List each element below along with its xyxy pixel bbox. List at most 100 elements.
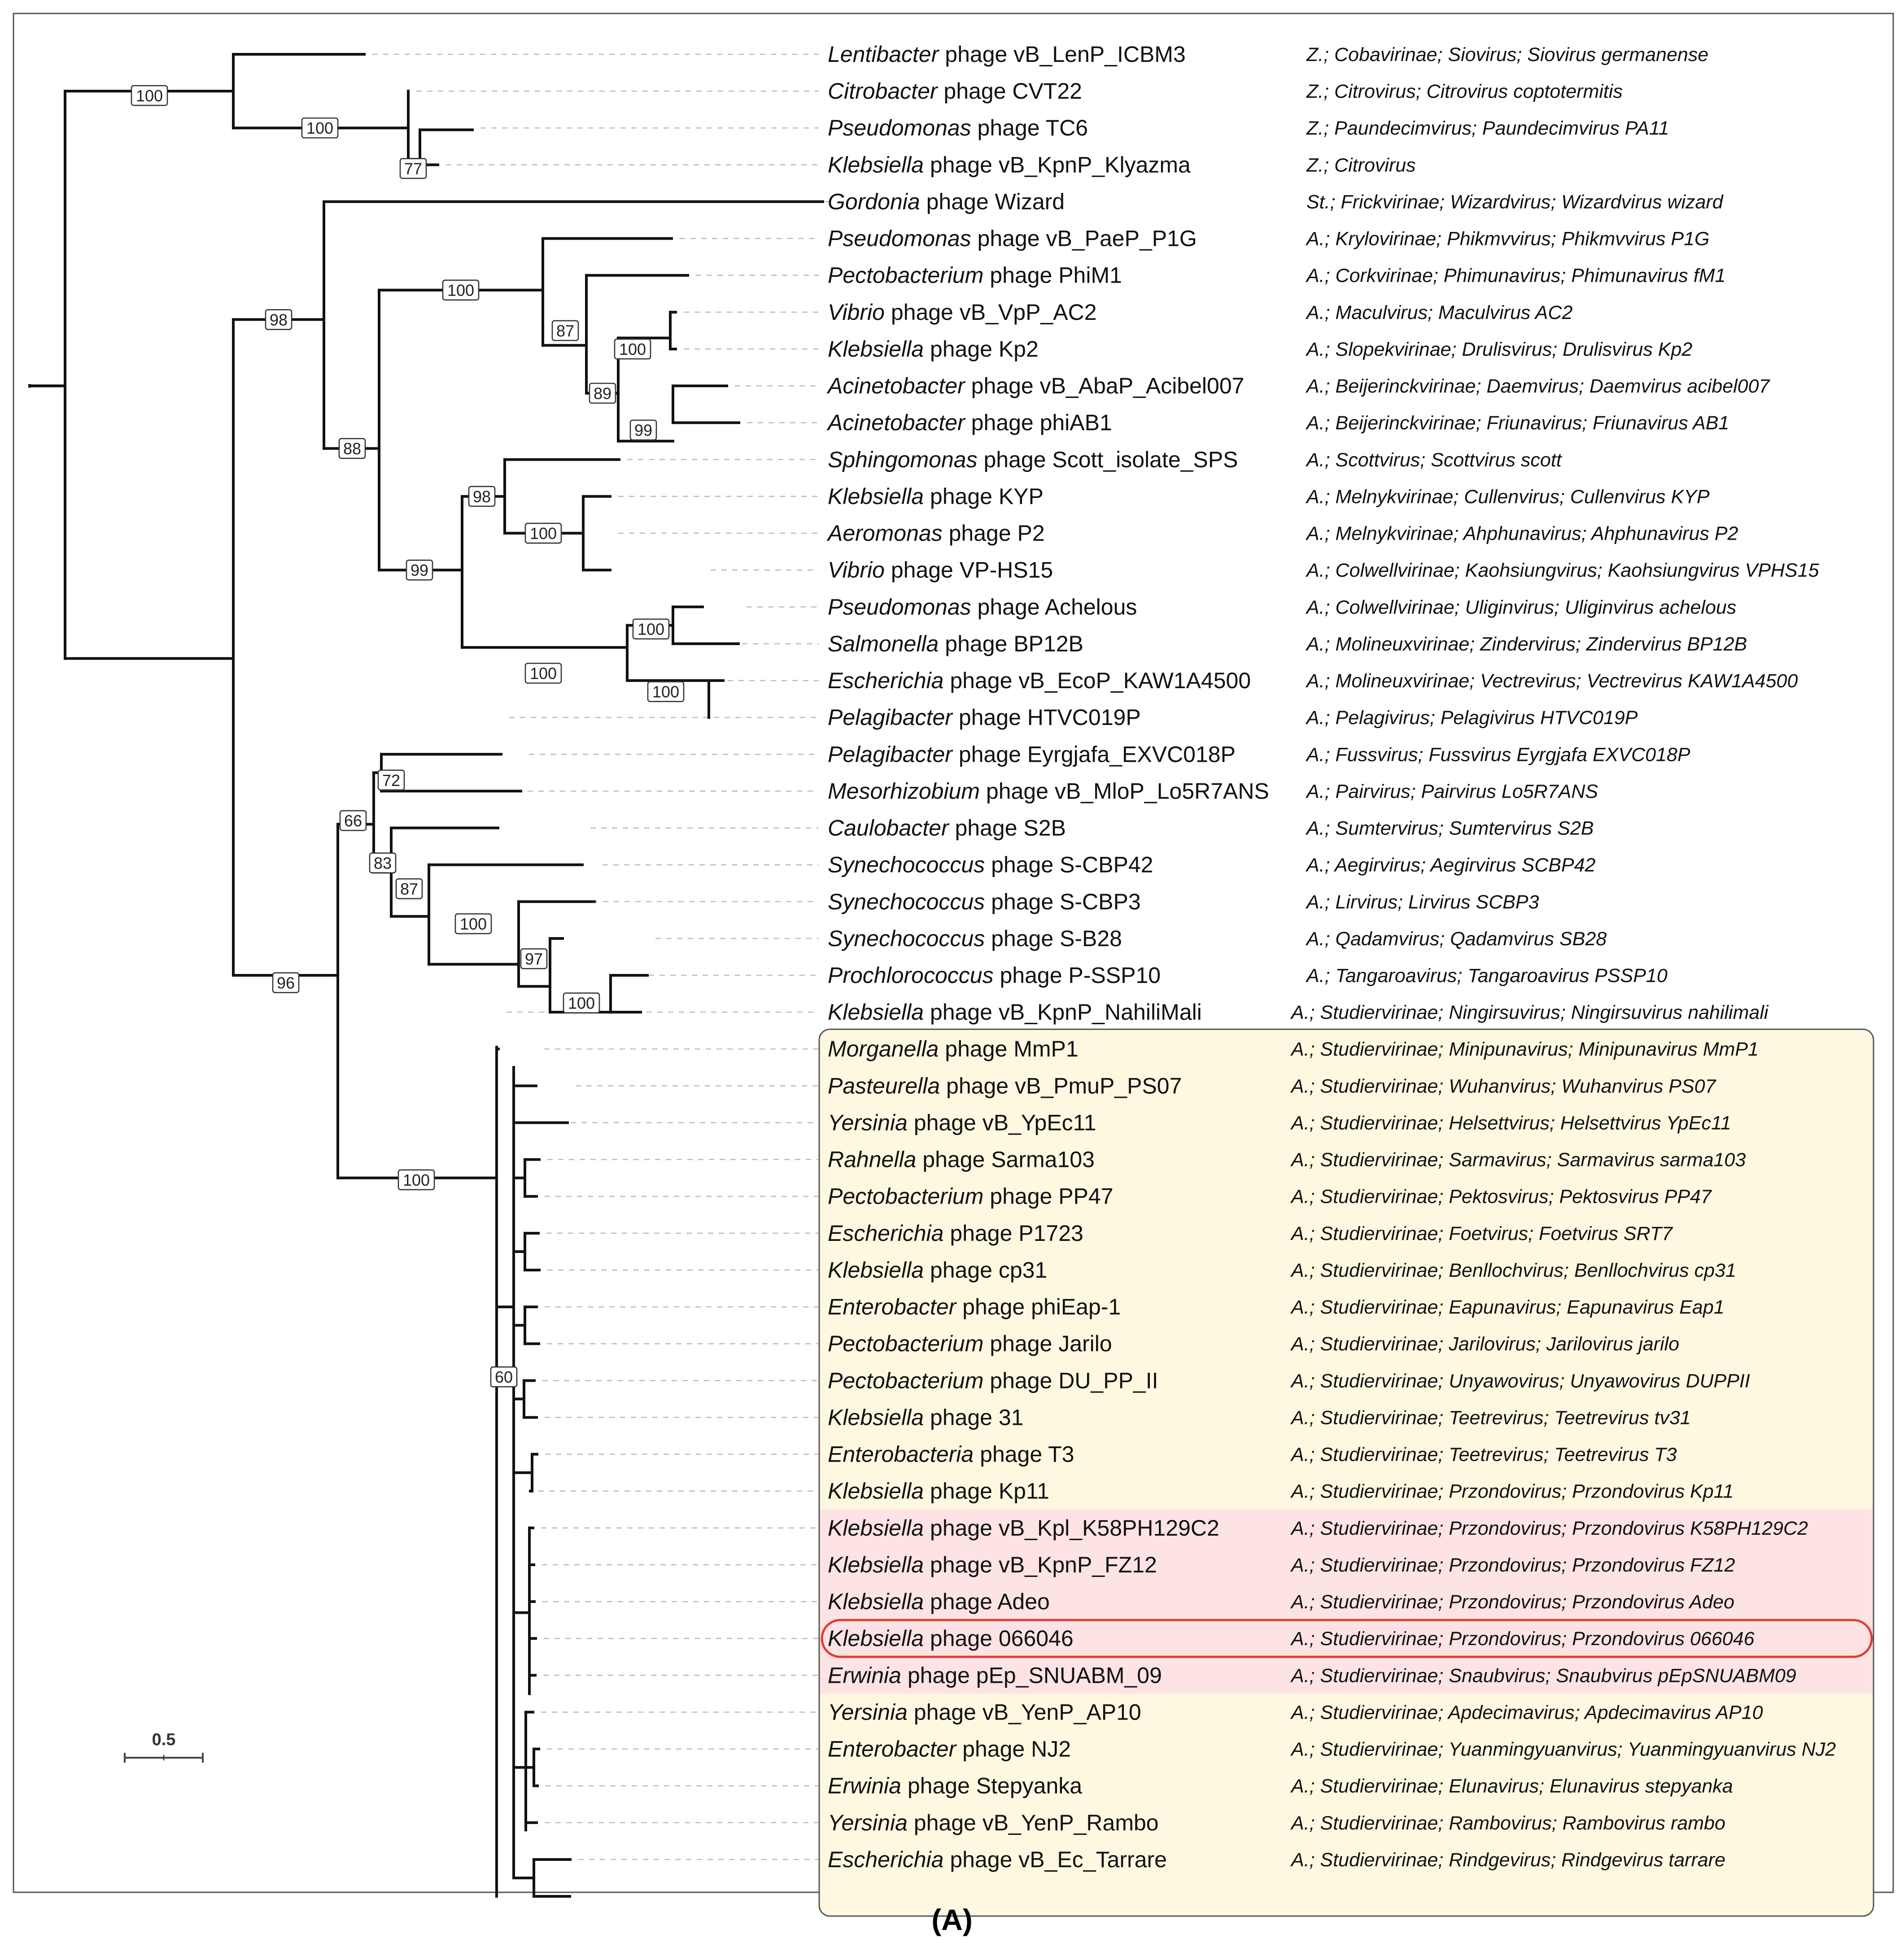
tip-label-genus: Synechococcus	[828, 926, 985, 951]
tip-label-genus: Klebsiella	[828, 1626, 924, 1651]
support-value: 87	[395, 878, 423, 899]
taxonomy-label: A.; Lirvirus; Lirvirus SCBP3	[1305, 891, 1539, 913]
tip-label-name: phage Jarilo	[983, 1331, 1112, 1356]
tip-label: Klebsiella phage vB_KpnP_NahiliMali	[828, 1000, 1202, 1025]
support-value-box	[632, 618, 670, 640]
tip-label-genus: Acinetobacter	[826, 373, 966, 398]
tip-label-genus: Enterobacteria	[828, 1442, 974, 1467]
taxonomy-label: A.; Molineuxvirinae; Zindervirus; Zinder…	[1305, 633, 1747, 655]
taxonomy-label: A.; Studiervirinae; Przondovirus; Przond…	[1290, 1481, 1734, 1502]
taxonomy-label: Z.; Citrovirus; Citrovirus coptotermitis	[1306, 81, 1623, 102]
taxonomy-label: A.; Sumtervirus; Sumtervirus S2B	[1305, 818, 1594, 839]
tip-label-name: phage Stepyanka	[901, 1773, 1082, 1799]
tip-label-genus: Yersinia	[828, 1699, 908, 1725]
taxonomy-label: A.; Studiervirinae; Rindgevirus; Rindgev…	[1290, 1849, 1725, 1871]
tip-label-genus: Escherichia	[828, 668, 943, 693]
taxonomy-label: A.; Melnykvirinae; Cullenvirus; Cullenvi…	[1305, 486, 1710, 507]
tip-label: Synechococcus phage S-B28	[828, 926, 1122, 951]
taxonomy-label: A.; Molineuxvirinae; Vectrevirus; Vectre…	[1305, 670, 1798, 692]
tip-label-name: phage vB_Ec_Tarrare	[943, 1847, 1167, 1872]
leader-lines-layer	[372, 53, 831, 1860]
taxonomy-label: A.; Colwellvirinae; Uliginvirus; Uliginv…	[1305, 597, 1736, 618]
support-value: 100	[397, 1169, 435, 1191]
tip-label: Synechococcus phage S-CBP3	[828, 889, 1141, 914]
support-value-box	[377, 769, 405, 791]
tip-label-genus: Klebsiella	[828, 1515, 924, 1541]
taxonomy-label: A.; Tangaroavirus; Tangaroavirus PSSP10	[1305, 965, 1668, 987]
support-value: 88	[338, 438, 366, 459]
support-value-text: 66	[344, 812, 362, 830]
tip-label-genus: Sphingomonas	[828, 447, 978, 472]
tip-label-name: phage S-CBP42	[985, 852, 1153, 878]
support-value: 89	[589, 383, 616, 404]
tip-label: Aeromonas phage P2	[826, 521, 1045, 546]
support-value-box	[339, 810, 367, 831]
tip-label: Pectobacterium phage PhiM1	[828, 263, 1122, 288]
support-value: 99	[629, 419, 657, 441]
tip-label-name: phage phiAB1	[965, 410, 1112, 435]
support-value-text: 60	[495, 1368, 513, 1386]
support-value-box	[629, 419, 657, 441]
tip-label-name: phage pEp_SNUABM_09	[901, 1663, 1162, 1688]
tip-label-name: phage vB_MloP_Lo5R7ANS	[980, 778, 1269, 803]
tip-label: Erwinia phage Stepyanka	[828, 1773, 1082, 1799]
support-value-text: 100	[638, 620, 664, 638]
tip-label-genus: Pseudomonas	[828, 115, 971, 140]
support-value-text: 89	[594, 384, 611, 403]
support-value: 100	[563, 992, 600, 1013]
clade-highlight-layer	[818, 1028, 1874, 1917]
taxonomy-label: A.; Studiervirinae; Helsettvirus; Helset…	[1290, 1112, 1731, 1134]
taxonomy-label: A.; Studiervirinae; Sarmavirus; Sarmavir…	[1290, 1149, 1746, 1171]
tip-label-name: phage vB_AbaP_Acibel007	[965, 373, 1245, 398]
support-value-text: 98	[270, 310, 288, 329]
tip-label-name: phage vB_YpEc11	[908, 1110, 1096, 1135]
tip-label: Pasteurella phage vB_PmuP_PS07	[828, 1073, 1182, 1098]
tip-label: Pelagibacter phage HTVC019P	[828, 705, 1141, 730]
tip-label: Yersinia phage vB_YenP_Rambo	[828, 1810, 1159, 1835]
tip-label-genus: Klebsiella	[828, 1257, 924, 1283]
support-value-text: 88	[343, 440, 361, 458]
tip-label-genus: Yersinia	[828, 1110, 908, 1135]
taxonomy-label: A.; Studiervirinae; Jarilovirus; Jarilov…	[1290, 1333, 1679, 1355]
tip-label-genus: Escherichia	[828, 1847, 943, 1872]
taxonomy-label: A.; Pairvirus; Pairvirus Lo5R7ANS	[1305, 781, 1598, 802]
support-value-box	[454, 913, 492, 934]
support-value-text: 100	[530, 664, 557, 683]
support-value-box	[468, 486, 496, 507]
tip-label-name: phage CVT22	[938, 79, 1082, 104]
tip-label-name: phage P1723	[943, 1221, 1083, 1246]
taxonomy-label: A.; Scottvirus; Scottvirus scott	[1305, 449, 1563, 471]
taxonomy-label: A.; Studiervirinae; Benllochvirus; Benll…	[1290, 1260, 1736, 1281]
tip-label-genus: Yersinia	[828, 1810, 908, 1835]
highlighted-tip-outline	[821, 1619, 1873, 1658]
branch-layer	[28, 53, 824, 1898]
support-value-text: 97	[525, 950, 543, 968]
tip-label-genus: Klebsiella	[828, 1000, 924, 1025]
tip-label-name: phage HTVC019P	[952, 705, 1141, 730]
taxonomy-label: A.; Studiervirinae; Yuanmingyuanvirus; Y…	[1290, 1739, 1836, 1760]
support-value: 77	[399, 158, 427, 179]
support-value-box	[589, 383, 616, 404]
tip-label-genus: Erwinia	[828, 1663, 901, 1688]
tip-label: Enterobacter phage phiEap-1	[828, 1294, 1121, 1319]
taxonomy-label: A.; Slopekvirinae; Drulisvirus; Drulisvi…	[1305, 339, 1692, 360]
support-value-box	[369, 852, 397, 873]
panel-label: (A)	[931, 1903, 973, 1936]
support-value-box	[551, 320, 579, 341]
scale-bar: 0.5	[124, 1730, 204, 1763]
tip-label-name: phage Achelous	[971, 594, 1137, 620]
taxonomy-label: A.; Studiervirinae; Rambovirus; Rambovir…	[1290, 1812, 1725, 1834]
tip-label-genus: Enterobacter	[828, 1294, 957, 1319]
tip-label: Enterobacter phage NJ2	[828, 1737, 1071, 1762]
tip-label-name: phage S2B	[949, 816, 1066, 841]
tip-label-genus: Klebsiella	[828, 1552, 924, 1577]
scale-bar-label: 0.5	[152, 1730, 176, 1749]
tip-label-genus: Lentibacter	[828, 42, 940, 67]
tip-label-name: phage vB_EcoP_KAW1A4500	[943, 668, 1251, 693]
tip-label: Vibrio phage VP-HS15	[828, 558, 1053, 583]
support-value-text: 100	[403, 1171, 430, 1189]
support-value: 66	[339, 810, 367, 831]
tip-label-name: phage KYP	[924, 484, 1044, 509]
support-value-text: 100	[460, 915, 487, 933]
